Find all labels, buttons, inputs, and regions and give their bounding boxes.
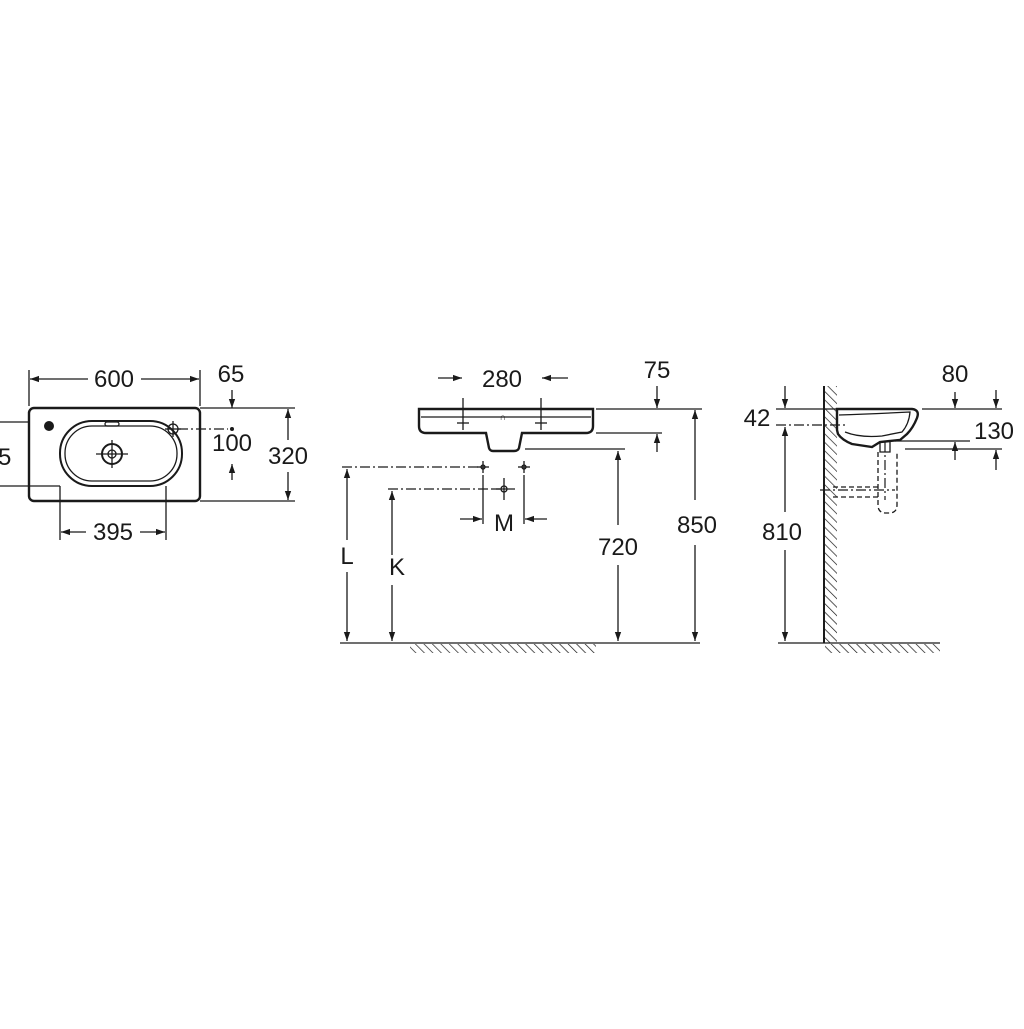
top-view-bowl-inner <box>64 425 178 482</box>
dimension-75: 75 <box>644 357 671 384</box>
dimension-720: 720 <box>598 534 638 561</box>
dimension-850: 850 <box>677 512 717 539</box>
dimension-810: 810 <box>762 519 802 546</box>
side-view-wall-hatch <box>825 386 837 643</box>
front-view: ∩ 280 75 L <box>340 357 717 653</box>
front-view-water-inlet-right <box>518 461 530 473</box>
top-view-overflow <box>104 421 120 427</box>
front-view-tap-left <box>457 398 469 430</box>
dimension-600: 600 <box>94 366 134 393</box>
dimension-130: 130 <box>974 418 1014 445</box>
front-view-basin <box>417 407 595 453</box>
top-view-bowl <box>59 420 183 487</box>
dimension-L: L <box>340 543 353 570</box>
dimension-5: 5 <box>0 444 11 471</box>
dimension-K: K <box>389 554 405 581</box>
top-view-tap-hole <box>44 421 54 431</box>
dimension-320: 320 <box>268 443 308 470</box>
svg-text:∩: ∩ <box>500 412 506 422</box>
front-view-tap-right <box>535 398 547 430</box>
side-view: 42 810 80 130 <box>744 361 1014 653</box>
dimension-280: 280 <box>482 366 522 393</box>
side-view-floor-hatch <box>825 644 940 653</box>
top-view: 600 65 100 320 5 395 <box>0 361 308 546</box>
front-view-floor-hatch <box>410 644 596 653</box>
dimension-M: M <box>494 510 514 537</box>
front-view-water-inlet-left <box>477 461 489 473</box>
side-view-basin <box>835 407 920 449</box>
dimension-100: 100 <box>212 430 252 457</box>
dimension-395: 395 <box>93 519 133 546</box>
dimension-80: 80 <box>942 361 969 388</box>
dimension-42: 42 <box>744 405 771 432</box>
top-view-basin-outline <box>27 406 202 503</box>
side-view-trap <box>877 452 898 514</box>
dimension-65: 65 <box>218 361 245 388</box>
